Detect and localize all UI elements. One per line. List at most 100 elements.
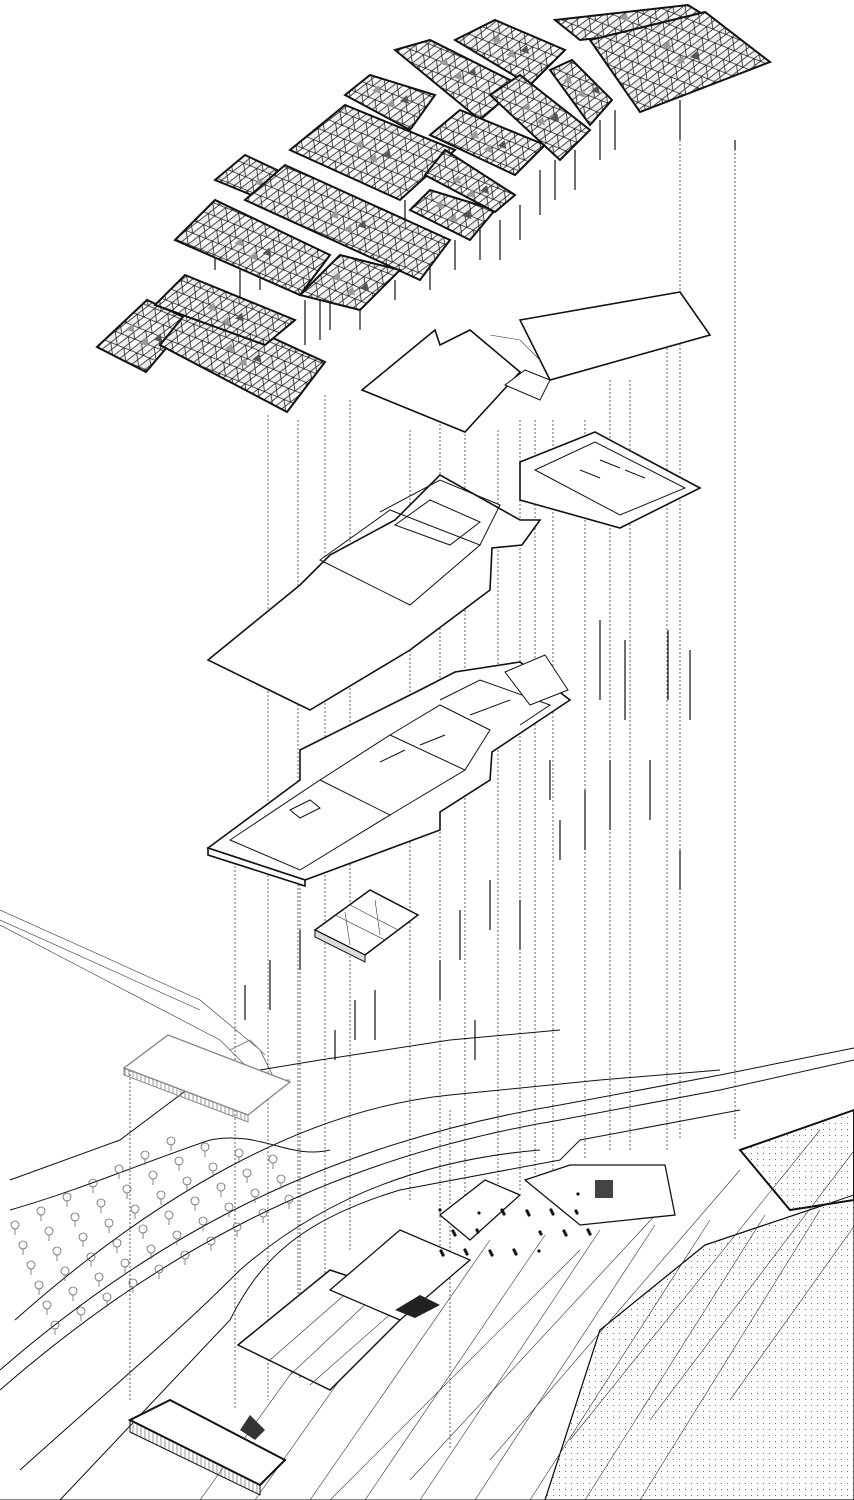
tree-icon [224, 1202, 234, 1212]
roof-panel [298, 253, 402, 312]
tree-icon [52, 1246, 62, 1256]
grid-line [364, 1234, 546, 1500]
ground-building-left-side [129, 1419, 261, 1496]
table-mark [514, 1252, 518, 1256]
table-mark [588, 1232, 592, 1236]
tree-icon [18, 1240, 28, 1250]
grid-line [419, 1229, 601, 1500]
table-mark [539, 1232, 543, 1236]
tree-icon [182, 1176, 192, 1186]
tree-icon [94, 1272, 104, 1282]
tree-icon [10, 1220, 20, 1230]
level-2-courtyard [393, 499, 481, 546]
level-1-gallery [389, 704, 491, 771]
ground-floor-east-block [438, 1179, 522, 1241]
tree-icon [122, 1184, 132, 1194]
grid-line [329, 1249, 581, 1500]
distant-building [0, 924, 292, 1123]
level-2-east-slab [519, 431, 702, 529]
roof-glass-triangle [360, 282, 369, 292]
sculpture-object [289, 799, 321, 819]
basement-partitions [334, 899, 399, 946]
table-mark [465, 1252, 469, 1256]
roof-glass-triangle [221, 316, 230, 326]
tree-icon [60, 1266, 70, 1276]
tree-icon [34, 1280, 44, 1290]
roof-glass-triangle [591, 85, 600, 94]
roof-glass-triangle [368, 154, 378, 163]
roof-glass-triangle [467, 67, 477, 77]
tree-icon [242, 1168, 252, 1178]
upper-road-edge [9, 1029, 561, 1181]
roof-glass-triangle [480, 185, 489, 194]
level-basement-box [313, 889, 420, 963]
roof-glass-triangle [466, 189, 475, 198]
tree-icon [234, 1148, 244, 1158]
level-3-bridge [489, 334, 541, 361]
display-tables [379, 699, 511, 763]
tree-icon [200, 1142, 210, 1152]
tree-icon [156, 1190, 166, 1200]
roof-glass-triangle [238, 357, 248, 367]
tree-icon [276, 1174, 286, 1184]
path-edge [19, 1149, 541, 1471]
tree-icon [62, 1192, 72, 1202]
roof-glass-triangle [434, 200, 444, 209]
table-mark [453, 1233, 457, 1237]
roof-glass-triangle [357, 220, 367, 229]
tree-icon [76, 1306, 86, 1316]
table-mark [551, 1212, 555, 1216]
table-mark [527, 1213, 531, 1217]
road-edge [0, 1047, 854, 1371]
table-mark [537, 1249, 541, 1253]
roof-glass-triangle [372, 85, 381, 94]
entry-pavilion [240, 1415, 265, 1440]
grid-line [649, 1150, 854, 1421]
table-mark [502, 1212, 506, 1216]
level-1-floor-plate [206, 654, 572, 888]
roof-glass-triangle [550, 112, 559, 122]
roof-glass-triangle [332, 272, 341, 282]
grid-line [409, 1209, 661, 1481]
table-mark [575, 1211, 579, 1215]
tree-icon [284, 1194, 294, 1204]
tree-icon [44, 1226, 54, 1236]
projection-lines [129, 100, 736, 1450]
table-mark [476, 1230, 480, 1234]
roof-glass-triangle [520, 45, 529, 54]
roof-panel [243, 163, 452, 282]
tree-icon [174, 1156, 184, 1166]
roof-glass-triangle [224, 343, 234, 353]
hillside-edge [9, 1137, 331, 1211]
plaza-edge [59, 1109, 741, 1500]
tree-icon [26, 1260, 36, 1270]
grid-line [729, 1225, 854, 1401]
roof-glass-triangle [462, 210, 472, 219]
roof-glass-triangle [448, 214, 458, 223]
tree-icon [120, 1258, 130, 1268]
grid-line [584, 1214, 766, 1500]
tree-icon [198, 1216, 208, 1226]
level-1-gallery [319, 734, 467, 816]
roof-glass-triangle [329, 210, 339, 219]
ground-floor-middle-block [328, 1229, 472, 1321]
level-3-east-slab [518, 291, 712, 381]
grid-line [474, 1224, 656, 1500]
bridge-line [0, 909, 281, 1091]
roof-glass-triangle [676, 55, 685, 64]
roof-glass-triangle [254, 177, 264, 187]
tree-icon [138, 1224, 148, 1234]
tree-icon [148, 1170, 158, 1180]
tree-icon [68, 1286, 78, 1296]
grid-line [569, 1129, 821, 1441]
table-mark [438, 1208, 442, 1212]
tree-icon [112, 1238, 122, 1248]
roof-glass-triangle [522, 102, 531, 112]
stair-tower [504, 369, 551, 401]
grid-line [529, 1219, 711, 1500]
roof-panel [173, 198, 332, 297]
tree-icon [268, 1154, 278, 1164]
tree-icon [114, 1164, 124, 1174]
roof-glass-triangle [153, 333, 163, 343]
roof-glass-triangle [139, 337, 149, 347]
